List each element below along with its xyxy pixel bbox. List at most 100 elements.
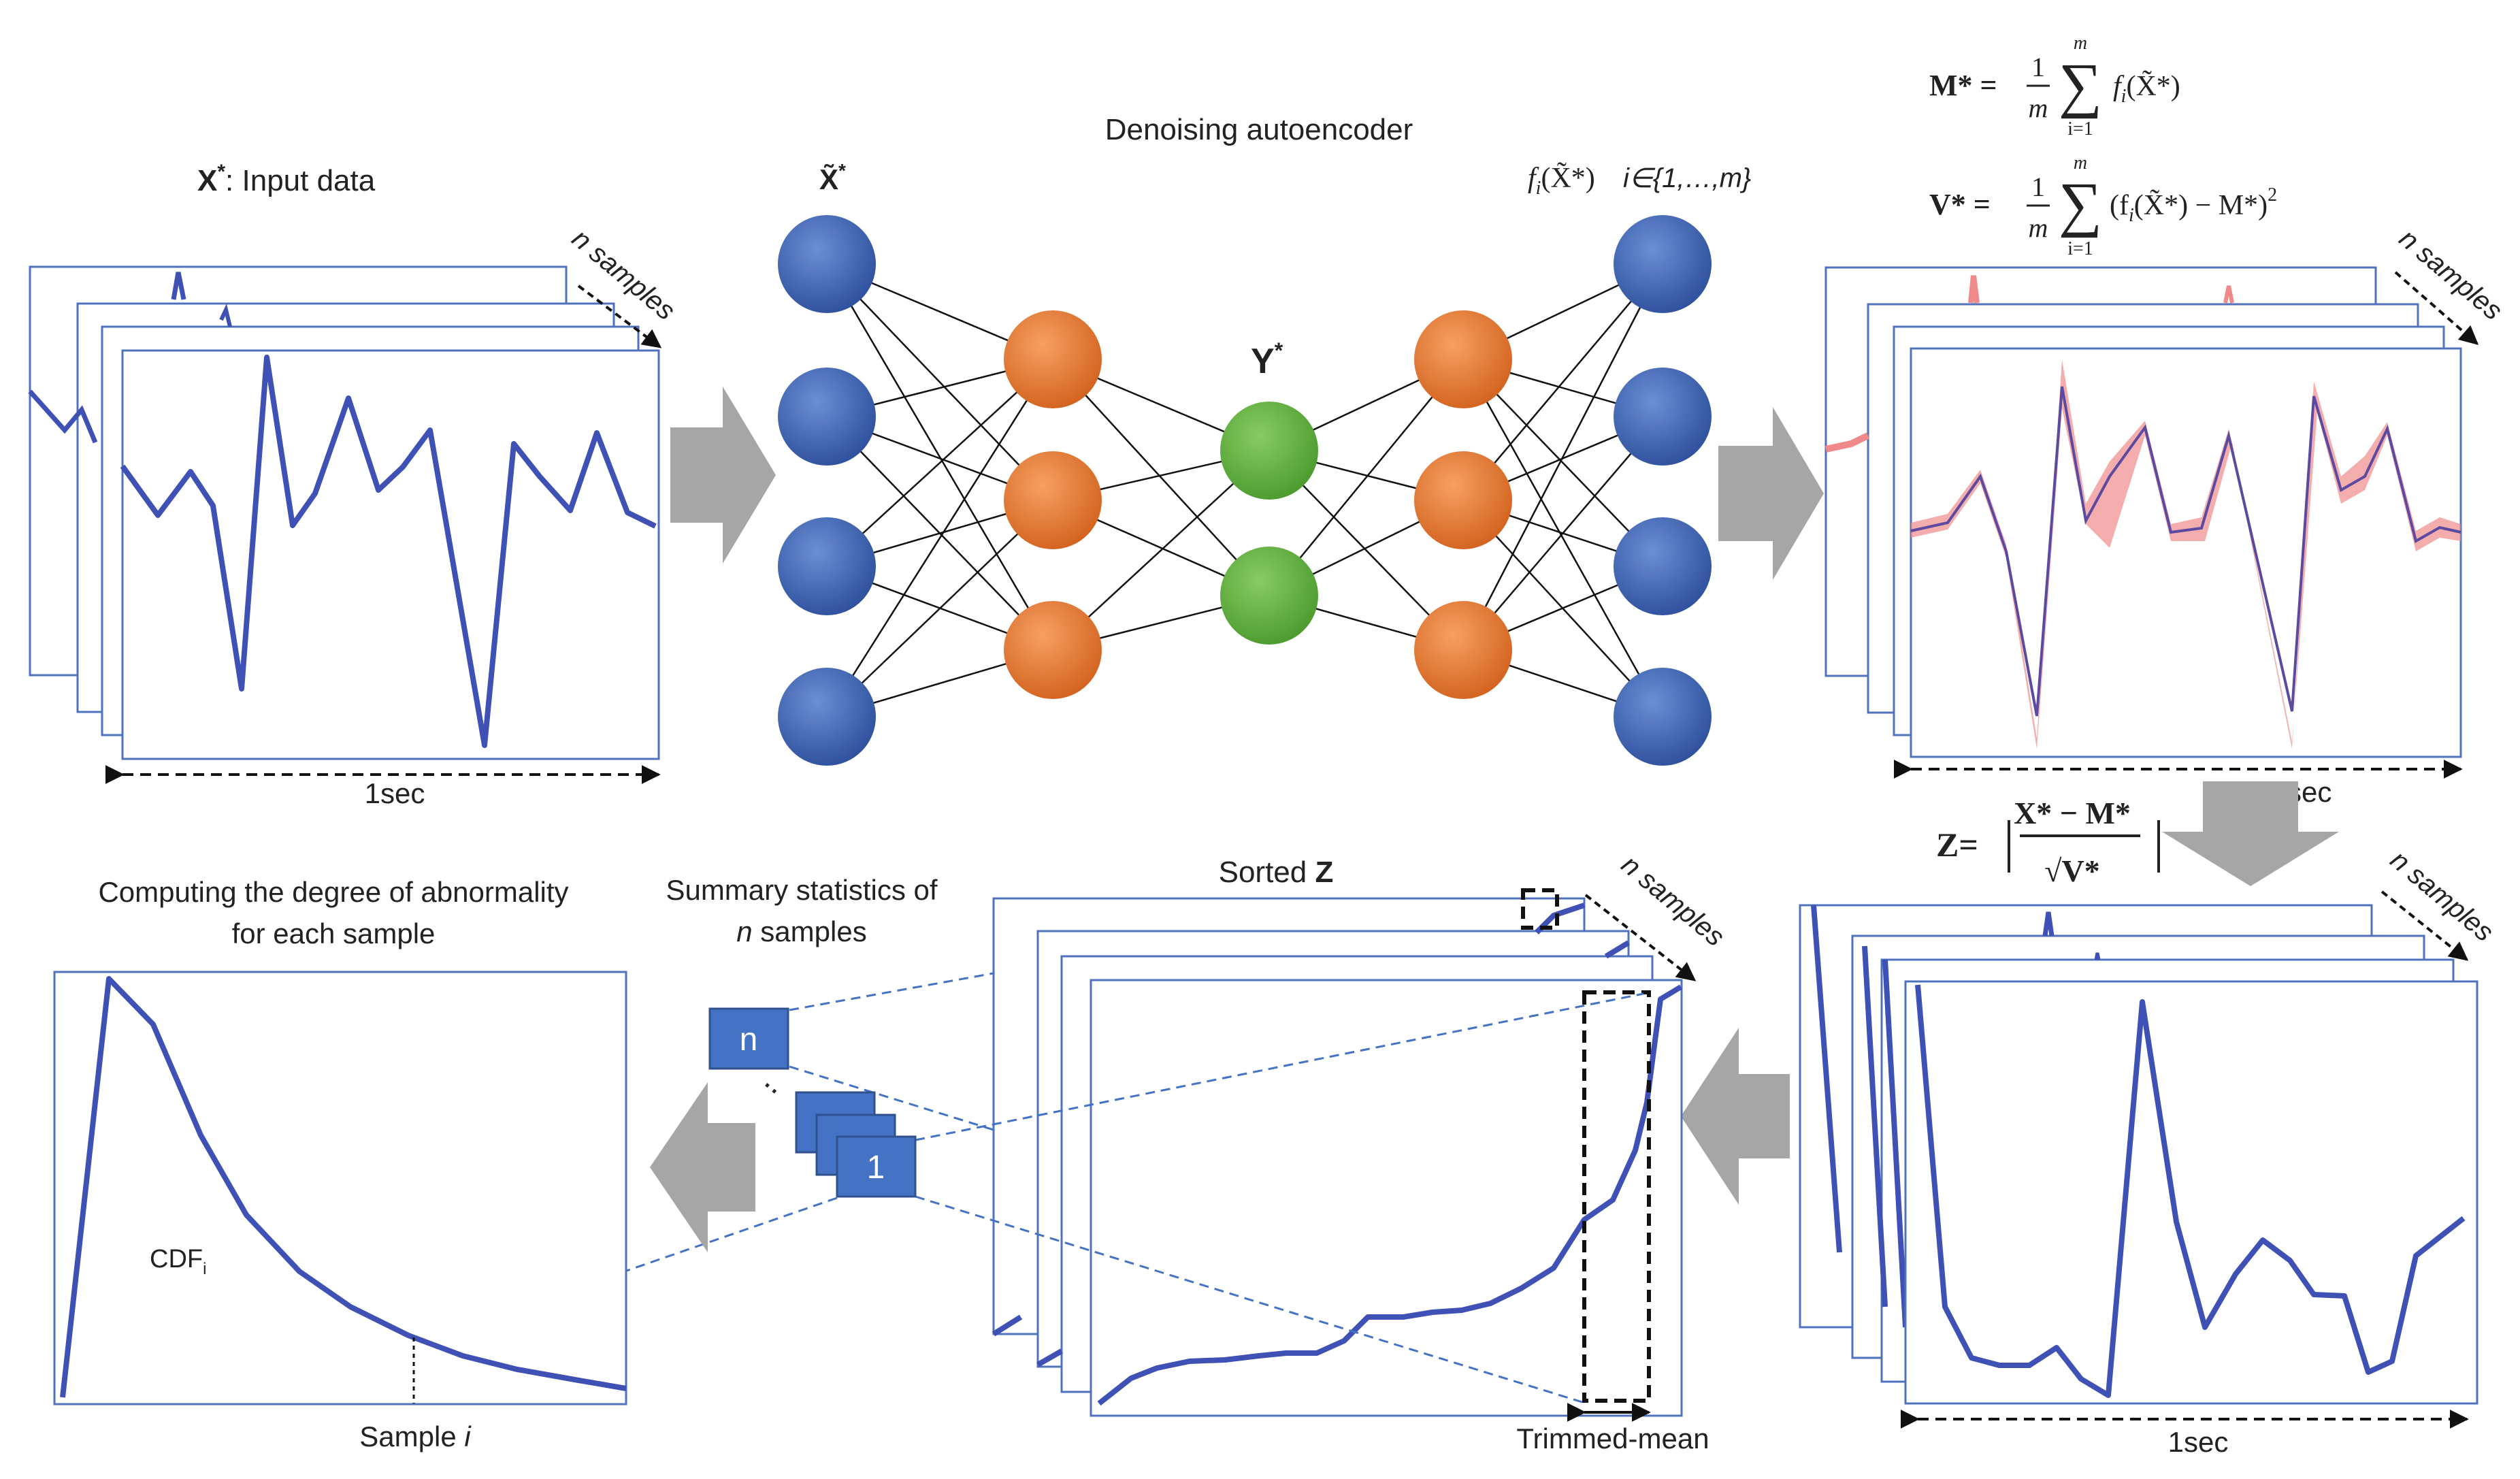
output-node-3 bbox=[1614, 517, 1712, 615]
latent-node-2 bbox=[1220, 547, 1318, 645]
z-signal-front bbox=[1915, 984, 2466, 1398]
summary-samples: samples bbox=[753, 915, 867, 947]
summary-stats: Summary statistics of n samples n .. 1 bbox=[666, 874, 938, 1198]
var-formula-lhs: V* = bbox=[1929, 188, 1991, 221]
mean-term-sub: i bbox=[2121, 86, 2127, 107]
latent-symbol: Y bbox=[1251, 342, 1275, 381]
input-node-2 bbox=[778, 368, 876, 466]
x-tilde-sup: * bbox=[838, 160, 846, 181]
z-numerator: X* − M* bbox=[2014, 796, 2131, 830]
sorted-title-z: Z bbox=[1315, 856, 1333, 889]
recon-signal-back-1 bbox=[1824, 432, 1870, 453]
sorted-z-panel: Sorted Z Trimmed-mean n samples bbox=[992, 849, 1730, 1454]
n-samples-arrow-1 bbox=[577, 285, 662, 348]
encoder-node-2 bbox=[1004, 451, 1102, 549]
z-lhs: Z= bbox=[1936, 826, 1978, 864]
sorted-frame-front bbox=[1090, 979, 1683, 1417]
n-samples-arrow-3 bbox=[2380, 890, 2469, 961]
fi-arg: (X̃*) bbox=[1541, 162, 1594, 194]
n-samples-arrow-2 bbox=[2394, 271, 2479, 345]
input-node-4 bbox=[778, 668, 876, 766]
var-frac-one: 1 bbox=[2031, 172, 2045, 202]
abn-title-line-1: Computing the degree of abnormality bbox=[98, 876, 568, 908]
mean-term: fi(X̃*) bbox=[2113, 70, 2180, 107]
input-title-symbol: X bbox=[197, 164, 217, 197]
cdf-frame bbox=[53, 971, 627, 1405]
proj-line-n-top bbox=[789, 972, 994, 1011]
mean-sum-top: m bbox=[2074, 33, 2087, 54]
latent-label: Y* bbox=[1251, 338, 1283, 381]
var-term-f: (f bbox=[2110, 190, 2129, 221]
var-sum-top: m bbox=[2074, 152, 2087, 174]
fi-sub: i bbox=[1536, 178, 1541, 199]
mean-sum-bottom: i=1 bbox=[2067, 118, 2093, 140]
input-frame-front bbox=[121, 349, 660, 760]
recon-signal-back-3 bbox=[2223, 285, 2234, 304]
trim-box-large bbox=[1582, 990, 1651, 1403]
proj-line-n-bottom bbox=[789, 1065, 994, 1131]
input-signal-back-3 bbox=[219, 303, 232, 327]
summary-line-1: Summary statistics of bbox=[666, 874, 937, 906]
output-node-4 bbox=[1614, 668, 1712, 766]
x-tilde-symbol: X̃ bbox=[819, 163, 838, 195]
z-signal-back-5 bbox=[2094, 952, 2101, 960]
flow-arrow-left-1 bbox=[1681, 1028, 1790, 1205]
mean-frac-m: m bbox=[2029, 93, 2048, 123]
sorted-title-text: Sorted bbox=[1219, 856, 1315, 889]
encoder-node-3 bbox=[1004, 601, 1102, 699]
mean-frac-one: 1 bbox=[2031, 52, 2045, 82]
abnormality-panel: Computing the degree of abnormality for … bbox=[53, 876, 627, 1452]
var-term-sub: i bbox=[2129, 205, 2134, 226]
one-sec-label-1: 1sec bbox=[365, 777, 425, 809]
decoder-node-2 bbox=[1414, 451, 1512, 549]
input-title-sup: * bbox=[217, 161, 225, 183]
var-frac-m: m bbox=[2029, 212, 2048, 243]
stat-box-n-label: n bbox=[740, 1022, 758, 1058]
sorted-signal-back-2 bbox=[1604, 940, 1631, 959]
var-sum-bottom: i=1 bbox=[2067, 238, 2093, 259]
input-data-panel: X*: Input data 1sec n samples bbox=[28, 161, 681, 809]
sample-label-text: Sample bbox=[359, 1420, 464, 1452]
stat-box-n bbox=[708, 1007, 789, 1070]
trim-box-small bbox=[1521, 888, 1559, 930]
z-signal-back-4 bbox=[2042, 911, 2055, 937]
cdf-curve bbox=[60, 976, 627, 1398]
one-sec-label-3: 1sec bbox=[2168, 1426, 2229, 1458]
mean-term-arg: (X̃*) bbox=[2126, 70, 2180, 102]
z-formula: Z= X* − M* √V* bbox=[1936, 796, 2160, 888]
z-signal-back-2 bbox=[1862, 945, 1888, 1307]
mean-formula-lhs: M* = bbox=[1929, 69, 1997, 102]
var-term-arg: (X̃*) − M*) bbox=[2134, 189, 2268, 221]
autoencoder-panel: Denoising autoencoder X̃* Y* fi(X̃*) i∈{… bbox=[778, 113, 1751, 766]
recon-signal-back-2 bbox=[1968, 275, 1980, 304]
n-samples-label-3: n samples bbox=[2385, 845, 2499, 947]
flow-arrow-left-2 bbox=[650, 1082, 755, 1252]
decoder-node-1 bbox=[1414, 310, 1512, 408]
x-tilde-label: X̃* bbox=[819, 160, 846, 195]
cdf-label-text: CDF bbox=[150, 1245, 203, 1273]
z-signal-back-3 bbox=[1882, 959, 1908, 1328]
fi-range: i∈{1,…,m} bbox=[1623, 163, 1751, 193]
recon-mean-line bbox=[1910, 386, 2461, 717]
proj-line-1-top bbox=[915, 992, 1644, 1141]
input-title: X*: Input data bbox=[197, 161, 376, 197]
var-term: (fi(X̃*) − M*)2 bbox=[2110, 184, 2277, 226]
reconstruction-panel: 1sec n samples bbox=[1824, 223, 2508, 808]
sorted-signal-front bbox=[1097, 984, 1683, 1406]
flow-arrow-1 bbox=[670, 387, 776, 564]
input-node-3 bbox=[778, 517, 876, 615]
stat-box-1 bbox=[836, 1135, 917, 1198]
summary-line-2: n samples bbox=[736, 915, 866, 947]
output-node-2 bbox=[1614, 368, 1712, 466]
sorted-signal-back-4 bbox=[1036, 1348, 1063, 1367]
n-samples-label-4: n samples bbox=[1616, 849, 1730, 952]
stat-box-1-label: 1 bbox=[867, 1150, 885, 1186]
decoder-node-3 bbox=[1414, 601, 1512, 699]
input-signal-back-2 bbox=[171, 272, 186, 300]
z-denominator: √V* bbox=[2044, 854, 2099, 888]
output-node-1 bbox=[1614, 215, 1712, 313]
flow-arrow-down bbox=[2162, 781, 2339, 886]
cdf-label-sub: i bbox=[203, 1260, 206, 1278]
mean-sum-sign: ∑ bbox=[2059, 52, 2102, 119]
